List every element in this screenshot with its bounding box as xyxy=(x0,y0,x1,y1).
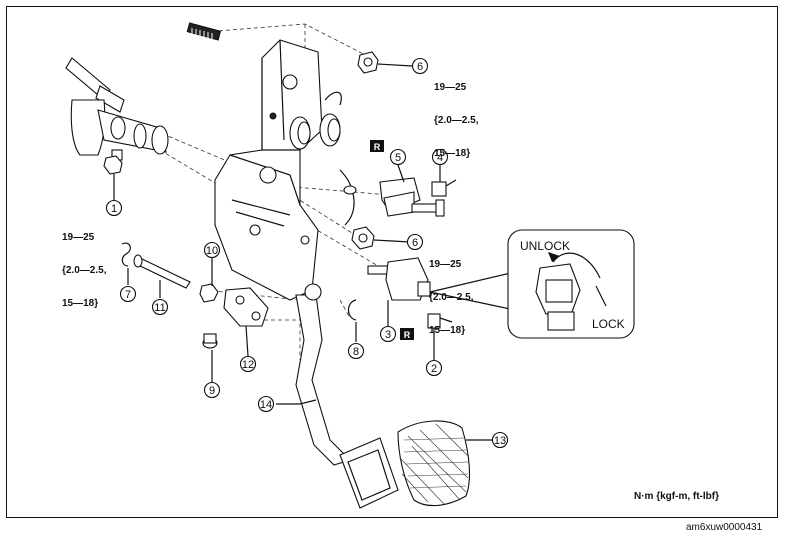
callout-text: 5 xyxy=(395,152,401,164)
callout-3: 3 xyxy=(379,325,397,343)
callout-12: 12 xyxy=(239,355,257,373)
master-cylinder xyxy=(65,57,169,170)
callout-text: 1 xyxy=(111,203,117,215)
callout-5: 5 xyxy=(389,148,407,166)
callout-14: 14 xyxy=(257,395,275,413)
torque-line: {2.0—2.5, xyxy=(429,292,474,303)
nut-middle xyxy=(351,226,375,250)
snap-clip xyxy=(347,299,357,321)
callout-13: 13 xyxy=(491,431,509,449)
callout-6-middle: 6 xyxy=(406,233,424,251)
spring-clip xyxy=(121,242,131,267)
torque-line: 19—25 xyxy=(434,82,467,93)
callout-4: 4 xyxy=(431,148,449,166)
torque-line: 15—18} xyxy=(62,298,99,309)
inset-unlock-label: UNLOCK xyxy=(520,239,570,253)
torque-line: {2.0—2.5, xyxy=(62,265,107,276)
connector-inset: UNLOCK LOCK xyxy=(429,229,635,339)
threaded-stud xyxy=(186,22,222,42)
callout-1: 1 xyxy=(105,199,123,217)
replace-mark-text: R xyxy=(404,330,411,340)
nut-upper xyxy=(357,51,379,74)
callout-text: 11 xyxy=(154,302,165,314)
callout-6-upper: 6 xyxy=(411,57,429,75)
torque-line: 15—18} xyxy=(429,325,466,336)
document-id: am6xuw0000431 xyxy=(686,522,763,533)
callout-8: 8 xyxy=(347,342,365,360)
callout-text: 7 xyxy=(125,289,131,301)
units-note: N·m {kgf-m, ft-lbf} xyxy=(634,491,719,502)
callout-7: 7 xyxy=(119,285,137,303)
pedal-bracket xyxy=(214,39,323,301)
callout-2: 2 xyxy=(425,359,443,377)
clutch-switch-upper xyxy=(379,177,457,217)
inset-lock-label: LOCK xyxy=(592,317,625,331)
callout-text: 10 xyxy=(206,245,218,257)
callout-text: 6 xyxy=(412,237,418,249)
callout-text: 9 xyxy=(209,385,215,397)
torque-line: 15—18} xyxy=(434,148,471,159)
torque-line: {2.0—2.5, xyxy=(434,115,479,126)
callout-text: 3 xyxy=(385,329,391,341)
clevis xyxy=(223,287,269,327)
diagram-frame xyxy=(6,6,778,518)
lock-nut xyxy=(199,283,219,303)
leader-lines xyxy=(113,63,492,441)
bolt xyxy=(202,333,218,349)
replace-mark-text: R xyxy=(374,142,381,152)
return-springs xyxy=(289,91,357,226)
callout-10: 10 xyxy=(203,241,221,259)
torque-line: 19—25 xyxy=(429,259,462,270)
replace-mark-lower: R xyxy=(400,328,414,340)
pedal-pad-mount xyxy=(339,437,399,509)
callout-text: 6 xyxy=(417,61,423,73)
replace-mark-upper: R xyxy=(370,140,384,152)
callout-text: 13 xyxy=(494,435,506,447)
callout-text: 2 xyxy=(431,363,437,375)
callout-9: 9 xyxy=(203,381,221,399)
torque-spec-upper: 19—25 {2.0—2.5, 15—18} xyxy=(434,60,478,170)
pedal-pad xyxy=(397,420,470,507)
nut-left xyxy=(103,155,123,175)
callout-text: 12 xyxy=(242,359,254,371)
callout-11: 11 xyxy=(151,298,169,316)
callout-text: 8 xyxy=(353,346,359,358)
clutch-switch-lower xyxy=(367,257,453,329)
torque-spec-left: 19—25 {2.0—2.5, 15—18} xyxy=(62,210,106,320)
torque-line: 19—25 xyxy=(62,232,95,243)
callout-text: 14 xyxy=(260,399,272,411)
callout-text: 4 xyxy=(437,152,443,164)
clevis-pin xyxy=(133,254,191,289)
torque-spec-middle: 19—25 {2.0—2.5, 15—18} xyxy=(429,237,473,347)
pedal-arm xyxy=(295,283,352,466)
